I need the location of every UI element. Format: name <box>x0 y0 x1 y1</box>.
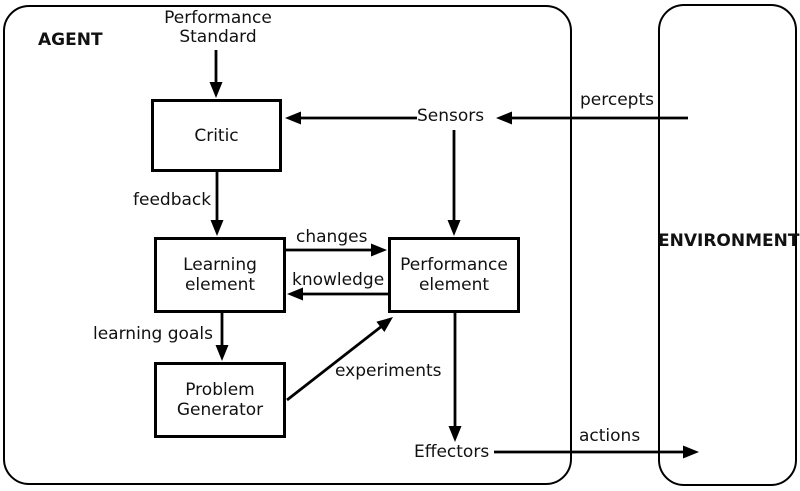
knowledge-edge-label: knowledge <box>292 270 385 290</box>
learning-element-label-line2: element <box>184 275 256 295</box>
environment-frame <box>658 4 797 486</box>
experiments-edge-label: experiments <box>335 361 442 381</box>
changes-edge-label: changes <box>296 227 368 247</box>
problem-generator-box: Problem Generator <box>154 362 286 438</box>
percepts-edge-label: percepts <box>580 90 654 110</box>
environment-frame-label: ENVIRONMENT <box>658 231 800 251</box>
effectors-label: Effectors <box>414 442 490 462</box>
performance-standard-line2: Standard <box>179 27 257 47</box>
actions-edge-label: actions <box>579 426 641 446</box>
performance-standard-label: Performance Standard <box>146 9 290 47</box>
problem-generator-label-line1: Problem <box>185 380 255 400</box>
performance-element-label-line1: Performance <box>400 255 508 275</box>
learning-element-label-line1: Learning <box>183 255 257 275</box>
critic-box: Critic <box>151 99 282 172</box>
learning-element-box: Learning element <box>154 237 286 313</box>
performance-element-box: Performance element <box>388 237 520 313</box>
performance-standard-line1: Performance <box>164 8 272 28</box>
critic-box-label: Critic <box>194 125 239 146</box>
sensors-label: Sensors <box>417 106 485 126</box>
problem-generator-label-line2: Generator <box>176 400 264 420</box>
feedback-edge-label: feedback <box>133 190 212 210</box>
agent-frame-label: AGENT <box>38 30 103 50</box>
learning-goals-edge-label: learning goals <box>93 324 213 344</box>
performance-element-label-line2: element <box>418 275 490 295</box>
